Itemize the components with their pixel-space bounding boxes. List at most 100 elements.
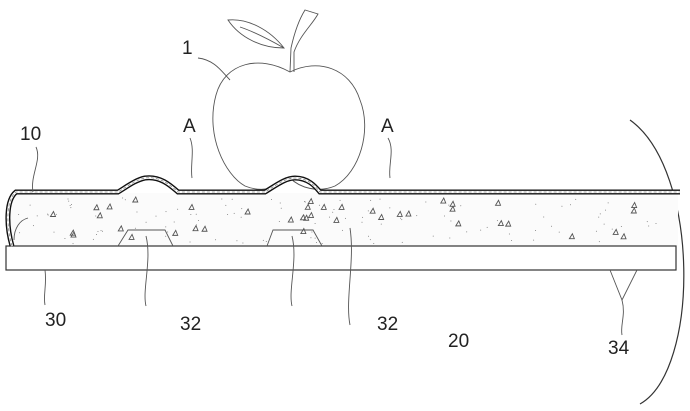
particle-dot [316, 241, 318, 243]
particles [18, 195, 657, 245]
particle-dot [189, 241, 191, 243]
particle-dot [231, 198, 233, 200]
particle-dot [270, 198, 272, 200]
particle-dot [198, 219, 200, 221]
particle-dot [444, 215, 446, 217]
particle-dot [173, 221, 175, 223]
particle-dot [486, 226, 488, 228]
particle-dot [370, 199, 372, 201]
particle-dot [236, 240, 238, 242]
particle-dot [595, 230, 597, 232]
particle-dot [333, 209, 335, 211]
particle-dot [511, 240, 513, 242]
particle-dot [344, 217, 346, 219]
particle-dot [314, 222, 316, 224]
particle-dot [339, 199, 341, 201]
particle-dot [165, 235, 167, 237]
particle-dot [265, 241, 267, 243]
particle-dot [70, 207, 72, 209]
particle-dot [47, 214, 49, 216]
particle-dot [329, 216, 331, 218]
particle-dot [575, 198, 577, 200]
particle-dot [373, 243, 375, 245]
support-leg [609, 269, 638, 302]
particle-dot [233, 212, 235, 214]
particle-dot [369, 239, 371, 241]
particle-dot [620, 225, 622, 227]
particle-dot [68, 200, 70, 202]
particle [287, 216, 294, 223]
particle-dot [92, 238, 94, 240]
particle-dot [69, 205, 71, 207]
particle [304, 203, 311, 210]
particle-dot [36, 215, 38, 217]
particle-dot [496, 220, 498, 222]
particle-dot [279, 202, 281, 204]
particle-dot [64, 238, 66, 240]
particle-dot [379, 198, 381, 200]
particle-dot [314, 237, 316, 239]
particle [49, 210, 57, 217]
pad-left [117, 229, 174, 247]
film-layer [5, 175, 680, 247]
particle [70, 231, 77, 238]
particle-dot [304, 201, 306, 203]
pad-right [266, 229, 323, 247]
particle-dot [401, 219, 403, 221]
label-base: 30 [45, 310, 66, 331]
apple-drawing [212, 9, 366, 190]
particle-dot [341, 229, 343, 231]
particle [128, 233, 135, 240]
particle-dot [195, 224, 197, 226]
particle-dot [195, 213, 197, 215]
particle-dot [240, 216, 242, 218]
particle-dot [533, 239, 535, 241]
particle-dot [280, 207, 282, 209]
particle-dot [278, 220, 280, 222]
particle-dot [310, 237, 312, 239]
particle-dot [215, 239, 217, 241]
particle-dot [311, 231, 313, 233]
particle-dot [480, 229, 482, 231]
particle-dot [221, 198, 223, 200]
particle-dot [460, 205, 462, 207]
particle-dot [19, 232, 21, 234]
particle-dot [449, 237, 451, 239]
particle [439, 197, 447, 204]
particle-dot [100, 230, 102, 232]
particle-dot [318, 204, 320, 206]
label-film: 10 [20, 124, 41, 145]
particle-dot [408, 215, 410, 217]
particle [396, 210, 403, 217]
edge-curl [13, 217, 29, 241]
particle-dot [416, 215, 418, 217]
particle [630, 206, 637, 214]
label-bump-right: A [381, 116, 394, 137]
particle-dot [177, 208, 179, 210]
particle-dot [551, 225, 553, 227]
particle-dot [570, 204, 572, 206]
particle [504, 220, 512, 227]
label-pad-right: 32 [377, 314, 398, 335]
particle-dot [332, 211, 334, 213]
particle [192, 224, 199, 232]
particle-dot [648, 225, 650, 227]
particle [320, 203, 327, 210]
particle-dot [380, 223, 382, 225]
particle-dot [190, 214, 192, 216]
particle-dot [227, 213, 229, 215]
particle-dot [101, 230, 103, 232]
particle [333, 216, 340, 223]
particle [117, 224, 124, 232]
particle-dot [165, 226, 167, 228]
particle-dot [535, 203, 537, 205]
particle-dot [241, 208, 243, 210]
particle-dot [70, 204, 72, 206]
particle [244, 207, 251, 215]
particle-dot [558, 231, 560, 233]
particle-dot [466, 231, 468, 233]
particle-dot [401, 241, 403, 243]
particle-dot [535, 230, 537, 232]
particle-dot [165, 211, 167, 213]
